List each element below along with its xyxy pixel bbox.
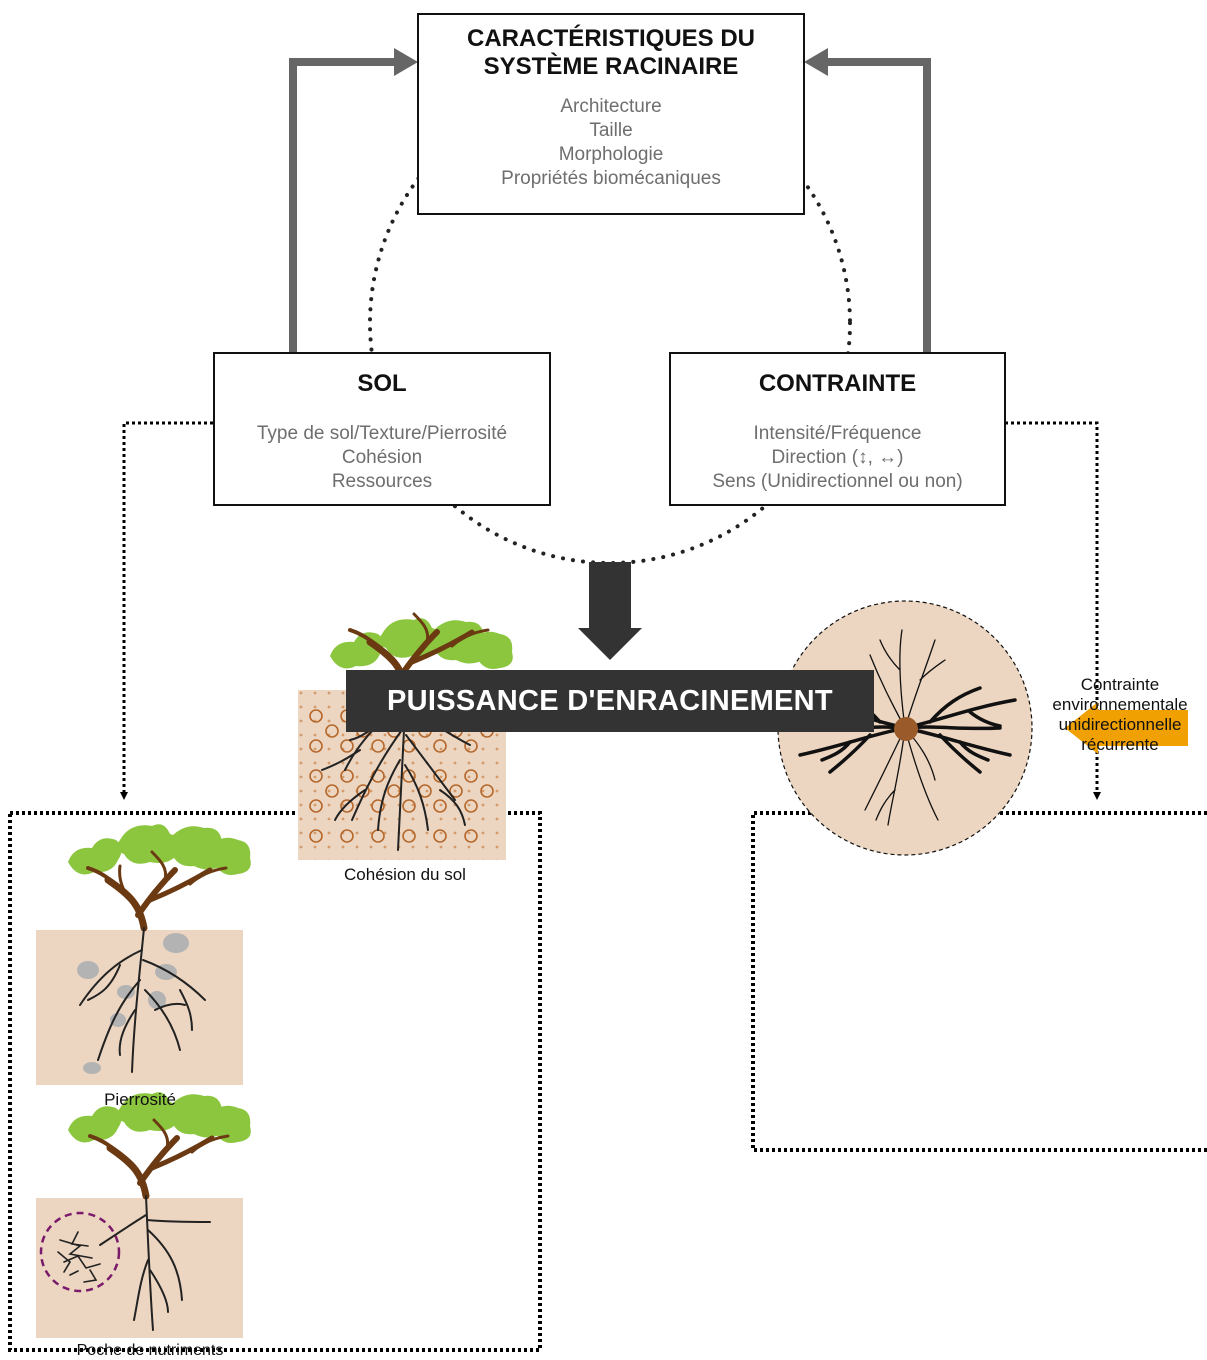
sol-title: SOL (357, 370, 407, 397)
stress-arrow (1065, 702, 1188, 754)
stress-panel-frame (751, 811, 1207, 1152)
stress-label-line3: unidirectionnelle (1058, 715, 1182, 734)
cohesion-caption: Cohésion du sol (344, 865, 466, 884)
stress-label: Contrainte environnementale unidirection… (1040, 675, 1200, 755)
cohesion-visual (298, 612, 513, 860)
feedback-arrow-right (804, 48, 931, 352)
root-item-morphologie: Morphologie (558, 144, 664, 165)
pierrosite-caption: Pierrosité (104, 1090, 176, 1109)
result-banner: PUISSANCE D'ENRACINEMENT (346, 670, 874, 732)
sol-item-cohesion: Cohésion (341, 447, 423, 468)
pierrosite-illustration (36, 824, 251, 1085)
sol-item-ressources: Ressources (331, 471, 433, 492)
contrainte-box: CONTRAINTE Intensité/Fréquence Direction… (669, 352, 1006, 506)
poche-caption: Poche de nutriments (76, 1342, 224, 1359)
stress-label-line2: environnementale (1052, 695, 1188, 714)
sol-box: SOL Type de sol/Texture/Pierrosité Cohés… (213, 352, 551, 506)
connector-contrainte (1005, 421, 1101, 800)
contrainte-item-sens: Sens (Unidirectionnel ou non) (712, 471, 963, 492)
soil-panel-frame (8, 811, 542, 1352)
poche-illustration (36, 1092, 251, 1338)
contrainte-item-direction: Direction (↕, ↔) (771, 447, 904, 468)
root-system-box: CARACTÉRISTIQUES DU SYSTÈME RACINAIRE Ar… (417, 13, 805, 215)
stress-label-line4: récurrente (1081, 735, 1159, 754)
root-system-title: CARACTÉRISTIQUES DU (466, 25, 755, 52)
stress-illustration (777, 600, 1188, 856)
connector-sol (120, 421, 213, 800)
contrainte-title: CONTRAINTE (758, 370, 917, 397)
stress-label-line1: Contrainte (1080, 675, 1160, 694)
root-item-biomecanique: Propriétés biomécaniques (501, 168, 721, 189)
feedback-arrow-left (289, 48, 418, 352)
sol-item-texture: Type de sol/Texture/Pierrosité (256, 423, 508, 444)
result-arrow (578, 562, 642, 660)
root-system-title-line2: SYSTÈME RACINAIRE (483, 53, 739, 80)
root-item-taille: Taille (589, 120, 633, 141)
root-item-architecture: Architecture (560, 96, 662, 117)
contrainte-item-intensite: Intensité/Fréquence (753, 423, 922, 444)
